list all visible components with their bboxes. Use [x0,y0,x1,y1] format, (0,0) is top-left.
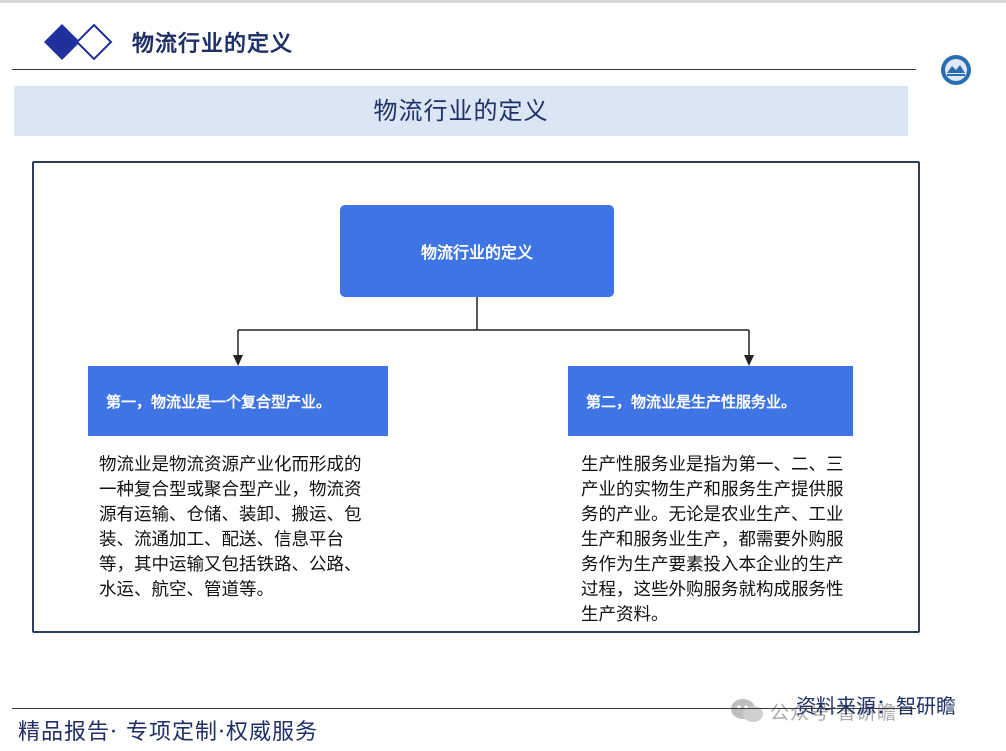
top-divider [0,0,1006,3]
diamond-logo-icon [44,23,113,61]
branch-node-2: 第二，物流业是生产性服务业。 [568,366,853,436]
footer-rule [12,708,916,709]
wechat-icon [731,699,763,722]
branch-description-2: 生产性服务业是指为第一、二、三产业的实物生产和服务生产提供服务的产业。无论是农业… [581,455,844,625]
header-rule [12,69,916,70]
round-badge-icon [941,55,971,85]
branch-description-1: 物流业是物流资源产业化而形成的一种复合型或聚合型产业，物流资源有运输、仓储、装卸… [99,455,362,600]
branch-node-1: 第一，物流业是一个复合型产业。 [88,366,388,436]
watermark: 公众号·智研瞻 [730,697,897,725]
header-title: 物流行业的定义 [132,32,294,57]
banner-title: 物流行业的定义 [373,97,549,125]
banner: 物流行业的定义 [14,86,908,136]
root-node: 物流行业的定义 [340,205,614,297]
diagram-frame [32,161,920,633]
source-note: 资料来源：智研瞻 [796,694,956,718]
watermark-text: 公众号·智研瞻 [770,701,898,724]
footer-slogan: 精品报告· 专项定制·权威服务 [18,720,318,745]
